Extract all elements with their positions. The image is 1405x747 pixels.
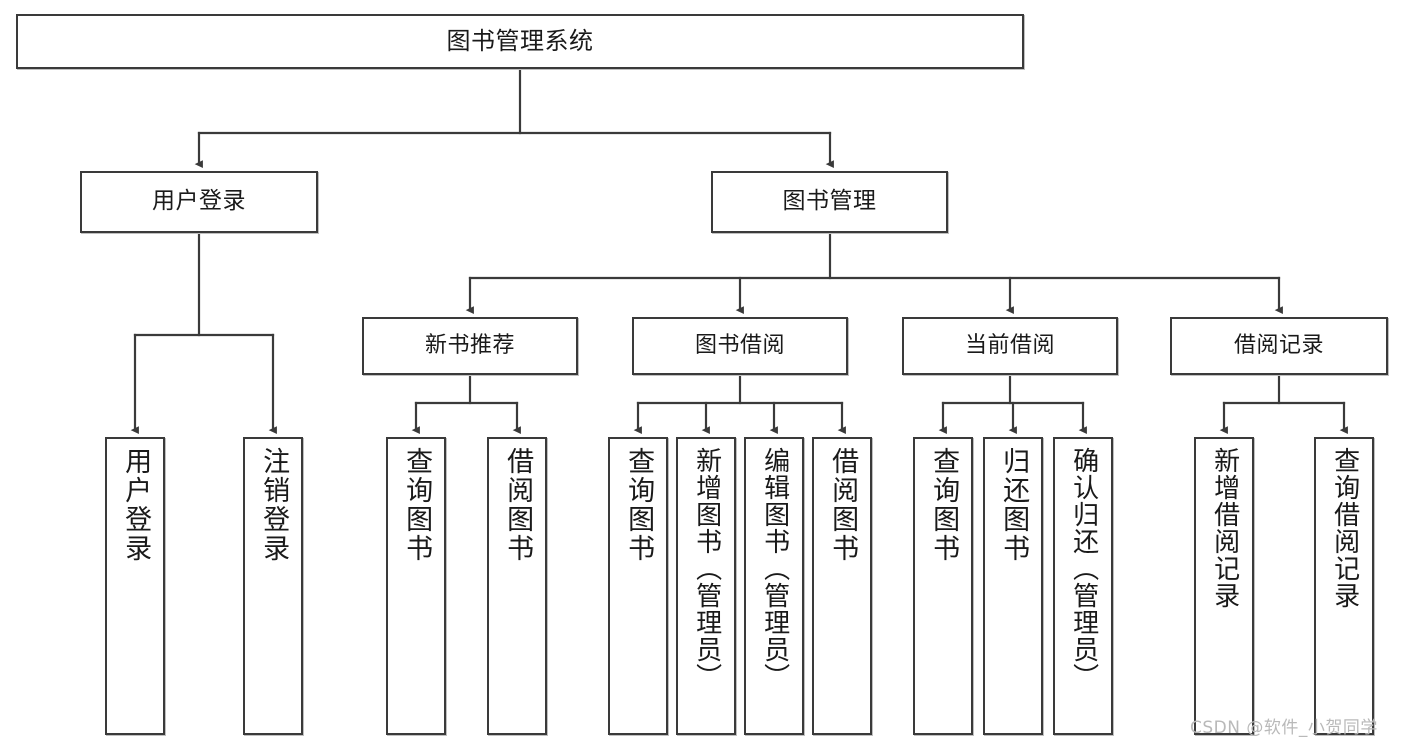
node-leaf-query-book-1-label: 查询图书 [401,447,433,563]
node-leaf-confirm-return-label: 确认归还（管理员） [1068,447,1099,690]
node-root-label: 图书管理系统 [446,27,594,56]
node-leaf-logout-label: 注销登录 [258,447,290,563]
node-book-borrow-label: 图书借阅 [694,333,785,359]
node-leaf-borrow-book-2-label: 借阅图书 [827,447,859,563]
node-leaf-query-book-3-label: 查询图书 [928,447,960,563]
node-current-borrow-label: 当前借阅 [964,333,1055,359]
node-leaf-add-book-label: 新增图书（管理员） [691,447,722,690]
node-leaf-logout[interactable]: 注销登录 [243,437,303,735]
node-leaf-user-login-label: 用户登录 [120,447,152,563]
node-leaf-query-book-2-label: 查询图书 [623,447,655,563]
node-borrow-record[interactable]: 借阅记录 [1170,317,1388,375]
node-leaf-edit-book-label: 编辑图书（管理员） [759,447,790,690]
node-book-borrow[interactable]: 图书借阅 [632,317,848,375]
node-leaf-edit-book[interactable]: 编辑图书（管理员） [744,437,804,735]
node-leaf-return-book-label: 归还图书 [998,447,1030,563]
node-leaf-return-book[interactable]: 归还图书 [983,437,1043,735]
node-leaf-borrow-book-1[interactable]: 借阅图书 [487,437,547,735]
node-new-book-recommend-label: 新书推荐 [424,333,515,359]
node-current-borrow[interactable]: 当前借阅 [902,317,1118,375]
watermark: CSDN @软件_小贺同学 [1190,718,1378,738]
node-user-login[interactable]: 用户登录 [80,171,318,233]
node-borrow-record-label: 借阅记录 [1233,333,1324,359]
node-leaf-add-book[interactable]: 新增图书（管理员） [676,437,736,735]
node-leaf-add-record-label: 新增借阅记录 [1209,447,1240,609]
node-leaf-user-login[interactable]: 用户登录 [105,437,165,735]
node-leaf-add-record[interactable]: 新增借阅记录 [1194,437,1254,735]
node-leaf-query-record-label: 查询借阅记录 [1329,447,1360,609]
node-leaf-borrow-book-1-label: 借阅图书 [502,447,534,563]
node-leaf-query-record[interactable]: 查询借阅记录 [1314,437,1374,735]
node-leaf-query-book-3[interactable]: 查询图书 [913,437,973,735]
node-book-manage-label: 图书管理 [782,188,877,215]
node-leaf-query-book-2[interactable]: 查询图书 [608,437,668,735]
node-book-manage[interactable]: 图书管理 [711,171,948,233]
node-user-login-label: 用户登录 [152,188,246,215]
node-leaf-confirm-return[interactable]: 确认归还（管理员） [1053,437,1113,735]
node-leaf-borrow-book-2[interactable]: 借阅图书 [812,437,872,735]
node-leaf-query-book-1[interactable]: 查询图书 [386,437,446,735]
node-new-book-recommend[interactable]: 新书推荐 [362,317,578,375]
node-root[interactable]: 图书管理系统 [16,14,1024,69]
